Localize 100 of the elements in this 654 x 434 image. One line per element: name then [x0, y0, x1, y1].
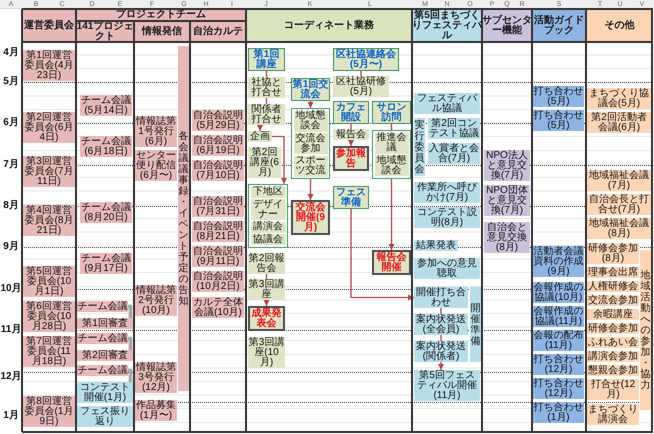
- task-group: [248, 184, 288, 248]
- event-box: サロン訪問: [372, 101, 411, 124]
- column-header: 運営委員会: [22, 9, 76, 42]
- month-label: 4月: [2, 47, 20, 59]
- event-box: NPO団体と意見交換(7月): [484, 185, 530, 216]
- event-box: 活動者会議資料の作成(9月): [533, 246, 584, 277]
- event-box: 自治会と意見交換(8月): [484, 222, 530, 253]
- connector-arrow: [272, 136, 287, 184]
- connector-arrow: [350, 209, 414, 300]
- column-header: サブセンター機能: [482, 9, 532, 42]
- event-box: 打ち合わせ(1月): [533, 402, 584, 423]
- event-box: 開催打ち合わせ: [414, 287, 468, 308]
- event-box: 自治会説明(8月21日): [192, 221, 244, 242]
- event-box: 地域福祉会議(7月): [587, 170, 651, 191]
- event-box: 案内状発送(関係者): [414, 341, 468, 362]
- event-box: 作品募集(1月〜): [135, 400, 177, 421]
- event-box: チーム会議(8月20日): [80, 202, 132, 223]
- month-label: 10月: [0, 283, 22, 295]
- event-box: 協議会: [250, 234, 286, 245]
- event-box: 交流会参加: [294, 133, 328, 154]
- month-label: 7月: [2, 159, 20, 171]
- event-box: 打合せ(12月): [587, 379, 639, 400]
- event-box: 第1回審査: [77, 318, 133, 329]
- event-box: 打ち合わせ(12月): [533, 354, 584, 375]
- event-box: 打ち合わせ(5月): [533, 86, 584, 107]
- connector-arrow: [308, 179, 314, 200]
- event-box: デザイナー: [250, 199, 286, 220]
- event-box: 人権研修会: [587, 281, 639, 292]
- event-box: 打ち合わせ(5月): [533, 110, 584, 131]
- event-box: 第2回活動者会議(6月): [587, 112, 651, 133]
- event-box: フェス準備: [333, 186, 369, 209]
- connector-arrow: [388, 178, 394, 250]
- column-header: コーディネート業務: [246, 9, 412, 42]
- event-box: 第3回講座: [248, 279, 285, 300]
- period-bar: 各会議議事録・イベント予定の告知: [178, 46, 189, 391]
- event-box: カルテ全体会議(10月): [192, 297, 244, 318]
- event-box: まちづくり講演会: [587, 404, 639, 425]
- event-box: 第2回審査: [77, 350, 133, 361]
- event-box: 推進会議: [374, 132, 408, 154]
- event-box: フェスティバル協議: [414, 93, 480, 114]
- event-box: 区社協研修(5月): [333, 76, 389, 97]
- month-label: 11月: [0, 324, 22, 336]
- event-box: 報告会: [333, 129, 369, 140]
- connector-arrow: [438, 362, 444, 370]
- task-group: [291, 108, 330, 179]
- event-box: 第8回運営委員会(1月9日): [23, 396, 75, 427]
- event-box: 自治会長と打合せ(7月): [587, 194, 651, 215]
- event-box: 地域懇談会: [374, 155, 408, 176]
- event-box: センター便り配信(6月〜): [135, 150, 177, 181]
- event-box: 理事会出席: [587, 267, 639, 278]
- event-box: 第2回報告会: [248, 253, 285, 274]
- event-box: 研修会参加: [587, 323, 639, 334]
- event-box: 結果発表: [414, 240, 458, 251]
- event-box: チーム会議(5月14日): [80, 95, 132, 116]
- event-box: 案内状発送(全会員): [414, 314, 468, 335]
- event-box: 地域福祉会議(8月): [587, 218, 651, 239]
- period-bar: 実行委員会: [414, 118, 425, 176]
- event-box: 第2回コンテスト協議: [428, 118, 480, 139]
- month-label: 1月: [2, 410, 20, 422]
- event-box: 自治会説明(7月10日): [192, 160, 244, 181]
- connector-arrow: [348, 140, 354, 146]
- event-box: まちづくり協議会(5月): [587, 88, 651, 109]
- event-box: 第2回運営委員会(6月4日): [23, 112, 75, 143]
- event-box: 参加への意見聴取: [414, 258, 480, 279]
- event-box: 第1回交流会: [291, 78, 330, 101]
- event-box: 情報誌第1号発行(6月): [135, 116, 177, 147]
- event-box: 地域懇談会: [294, 110, 328, 132]
- event-box: 成果発表会: [248, 306, 285, 331]
- event-box: 交流会開催(9月): [291, 200, 330, 235]
- event-box: 作業所へ呼びかけ(7月): [414, 182, 480, 203]
- event-box: 第1回運営委員会(4月23日): [23, 50, 75, 81]
- bracket-line: [128, 368, 132, 382]
- bracket-line: [128, 336, 132, 350]
- month-label: 12月: [0, 371, 22, 383]
- event-box: チーム会議: [77, 301, 128, 312]
- event-box: 第1回講座: [248, 48, 285, 71]
- event-box: コンテスト開催(1月): [77, 382, 133, 403]
- event-box: チーム会議: [77, 365, 128, 376]
- period-bar: 地域活動への参加・協力: [640, 250, 651, 410]
- event-box: 報告会開催: [372, 250, 411, 275]
- month-label: 8月: [2, 200, 20, 212]
- event-box: 第6回運営委員会(10月28日): [23, 301, 75, 332]
- column-header: 活動ガイドブック: [532, 9, 586, 42]
- event-box: 自治会説明(10月2日): [192, 271, 244, 292]
- event-box: 会報作成の協議(11月): [533, 306, 584, 327]
- event-box: 自治会説明(9月11日): [192, 246, 244, 267]
- event-box: ふれあい会: [587, 337, 639, 348]
- event-box: 情報誌第3号発行(12月): [135, 362, 177, 393]
- event-box: 区社協連絡会(5月〜): [333, 48, 399, 71]
- connector-arrow: [257, 125, 263, 131]
- event-box: 第5回運営委員会(10月1日): [23, 266, 75, 297]
- column-header: その他: [586, 9, 653, 42]
- task-group: [372, 130, 411, 178]
- event-box: 自治会説明(6月19日): [192, 135, 244, 156]
- period-bar: 開催準備: [470, 287, 481, 362]
- event-box: NPO法人と意見交換(7月): [484, 150, 530, 181]
- event-box: 余暇講座: [587, 309, 639, 320]
- event-box: 打ち合わせ(12月): [533, 378, 584, 399]
- event-box: 研修会参加(8月): [587, 243, 639, 264]
- event-box: 企画: [248, 131, 272, 142]
